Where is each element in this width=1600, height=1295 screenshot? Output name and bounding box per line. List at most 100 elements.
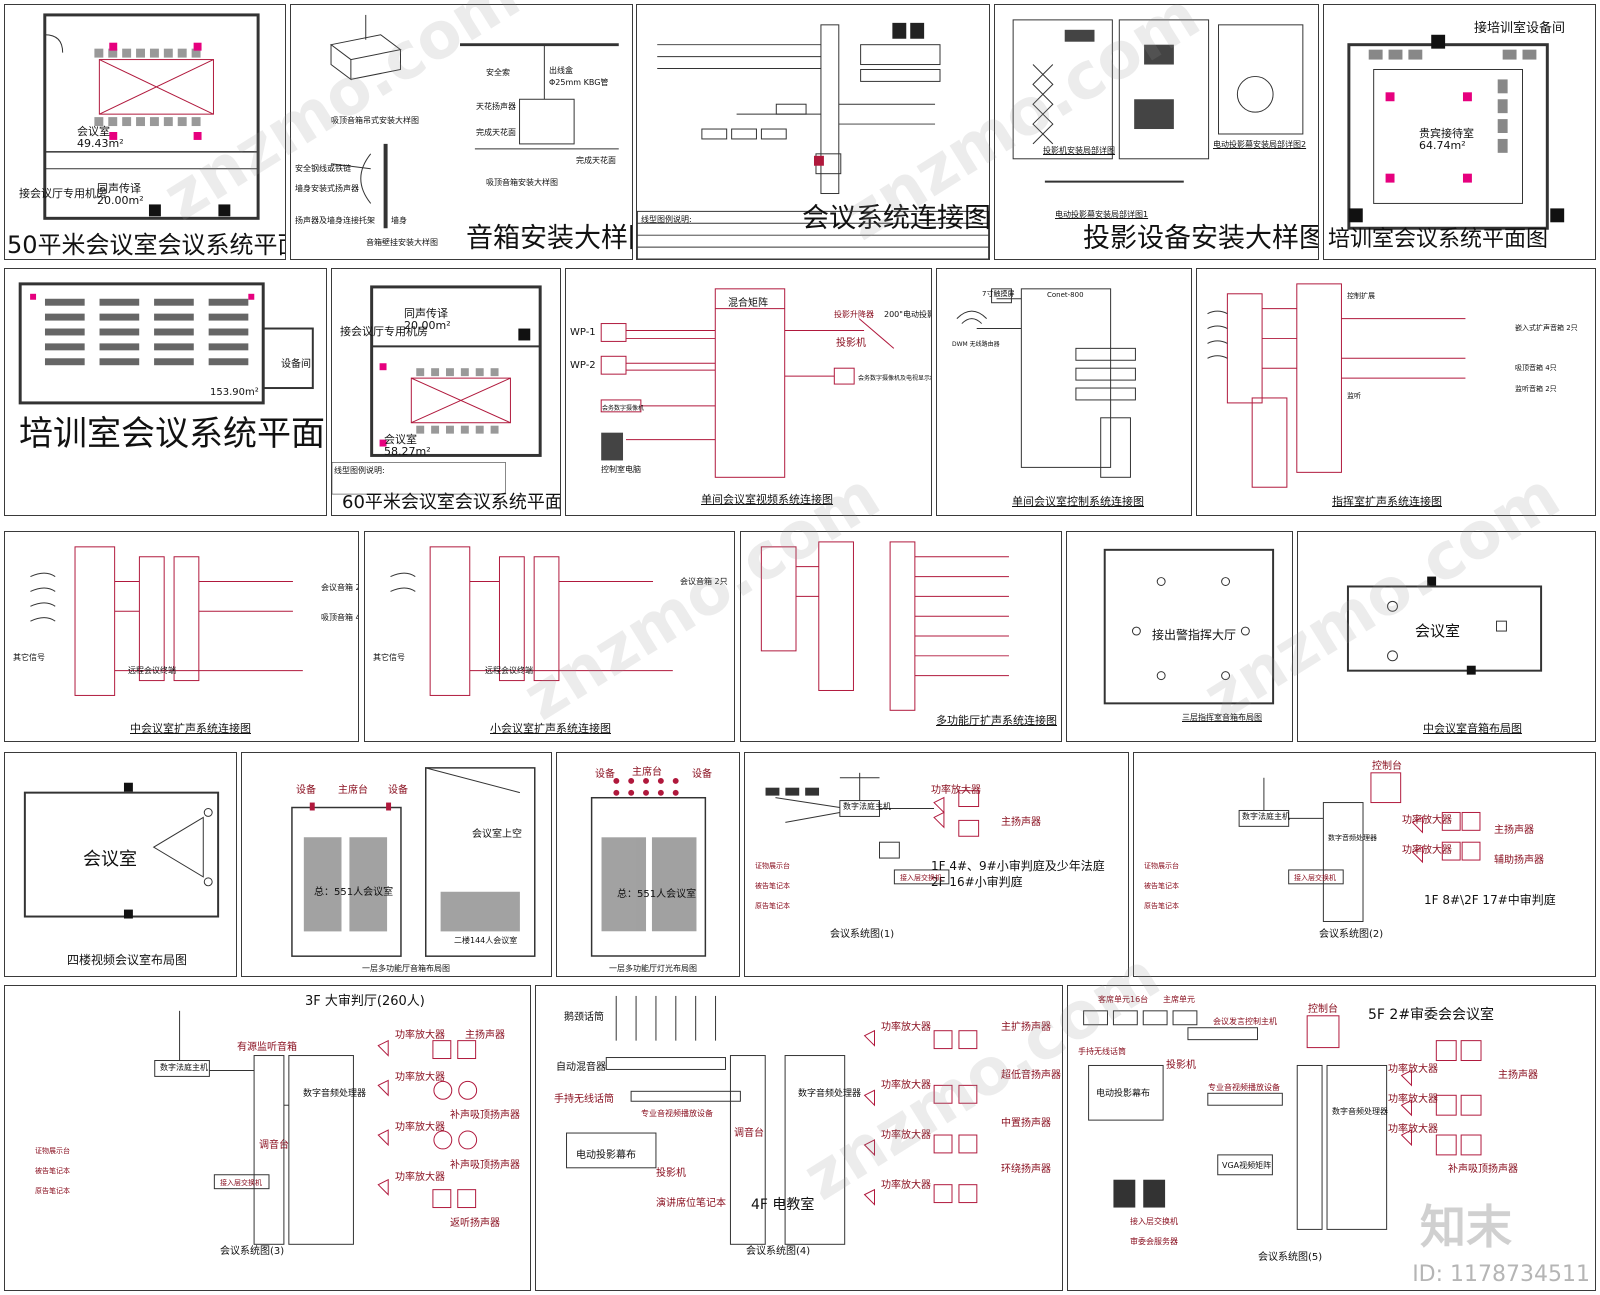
sheet-title: 小会议室扩声系统连接图 bbox=[490, 722, 611, 735]
layout-drawing bbox=[23, 782, 220, 919]
device-label: 证物展示台 bbox=[1144, 862, 1179, 870]
note: 控制扩展 bbox=[1347, 292, 1375, 300]
device-label: 功率放大器 bbox=[1402, 845, 1452, 856]
room-label: 会议室 bbox=[384, 433, 417, 446]
stage-label: 主席台 bbox=[632, 767, 662, 778]
room-title: 4F 电教室 bbox=[751, 1197, 815, 1213]
device-label: 投影机 bbox=[836, 338, 866, 349]
device-label: 手持无线话筒 bbox=[1078, 1047, 1126, 1056]
sheet-conf-system-5: 5F 2#审委会会议室 客席单元16台 主席单元 会议发言控制主机 手持无线话筒… bbox=[1067, 985, 1596, 1291]
caption: 吸顶音箱安装大样图 bbox=[486, 178, 558, 187]
note: 墙身安装式扬声器 bbox=[295, 184, 359, 193]
area-label: 会议室上空 bbox=[472, 829, 522, 840]
sheet-title: 指挥室扩声系统连接图 bbox=[1332, 495, 1442, 508]
device-label: 被告笔记本 bbox=[1144, 882, 1179, 890]
device-label: 功率放大器 bbox=[395, 1122, 445, 1133]
stage-label: 主席台 bbox=[338, 785, 368, 796]
note: 扬声器及墙身连接托架 bbox=[295, 216, 375, 225]
device-label: 会务数字摄像机及电视显示终端 bbox=[858, 375, 931, 382]
capacity-label: 总：551人会议室 bbox=[617, 889, 697, 900]
device-label: 会议发言控制主机 bbox=[1213, 1017, 1277, 1026]
note: 监听 bbox=[1347, 392, 1361, 400]
device-label: 功率放大器 bbox=[1388, 1124, 1438, 1135]
caption: 电动投影幕安装局部详图2 bbox=[1213, 140, 1307, 149]
device-label: 数字法庭主机 bbox=[1242, 812, 1290, 821]
brand-logo: 知末 bbox=[1420, 1200, 1512, 1254]
device-label: 原告笔记本 bbox=[1144, 902, 1179, 910]
speaker-install-drawing bbox=[329, 14, 619, 229]
device-label: 返听扬声器 bbox=[450, 1218, 500, 1229]
room-area: 20.00m² bbox=[404, 319, 451, 332]
sheet-3f-command-layout: 接出警指挥大厅 三层指挥室音箱布局图 bbox=[1066, 531, 1293, 742]
sheet-title: 单间会议室视频系统连接图 bbox=[701, 493, 833, 506]
sheet-conf-system-4: 鹅颈话筒 自动混音器 手持无线话筒 调音台 数字音频处理器 电动投影幕布 投影机… bbox=[535, 985, 1063, 1291]
device-label: 电动投影幕布 bbox=[576, 1150, 636, 1161]
sheet-50sqm-plan: 会议室 49.43m² 同声传译 20.00m² 接会议厅专用机房 50平米会议… bbox=[4, 4, 286, 260]
sheet-mid-room-layout: 会议室 中会议室音箱布局图 bbox=[1297, 531, 1596, 742]
sheet-1f-hall-speaker-layout: 主席台 设备 设备 总：551人会议室 会议室上空 二楼144人会议室 一层多功… bbox=[241, 752, 552, 977]
room-label: 接会议厅专用机房 bbox=[19, 187, 107, 200]
legend-title: 线型图例说明: bbox=[641, 215, 692, 224]
device-label: 中置扬声器 bbox=[1001, 1118, 1051, 1129]
caption: 投影机安装局部详图 bbox=[1043, 146, 1115, 155]
system-drawing bbox=[1238, 772, 1481, 922]
pa-drawing bbox=[30, 546, 303, 696]
device-label: 功率放大器 bbox=[881, 1130, 931, 1141]
device-label: 接入层交换机 bbox=[1130, 1217, 1178, 1226]
sheet-title: 60平米会议室会议系统平面图 bbox=[342, 492, 561, 513]
device-label: 投影升降器 bbox=[834, 310, 874, 319]
device-label: 调音台 bbox=[734, 1128, 764, 1139]
device-label: 功率放大器 bbox=[1388, 1064, 1438, 1075]
device-label: 专业音视频播放设备 bbox=[641, 1109, 713, 1118]
device-label: 数字音频处理器 bbox=[798, 1089, 862, 1099]
room-area: 49.43m² bbox=[77, 137, 124, 150]
device-label: 超低音扬声器 bbox=[1001, 1070, 1061, 1081]
device-label: 主扩扬声器 bbox=[1001, 1022, 1051, 1033]
device-label: 证物展示台 bbox=[35, 1147, 70, 1155]
sheet-title: 音箱安装大样图 bbox=[466, 223, 632, 254]
device-label: 手持无线话筒 bbox=[554, 1094, 614, 1105]
device-label: 接入层交换机 bbox=[900, 874, 942, 882]
device-label: 接入层交换机 bbox=[220, 1179, 262, 1187]
pa-drawing bbox=[1207, 283, 1466, 488]
device-label: 审委会服务器 bbox=[1130, 1237, 1178, 1246]
layout-drawing bbox=[291, 767, 536, 957]
note: 完成天花面 bbox=[476, 128, 516, 137]
device-label: 功率放大器 bbox=[881, 1180, 931, 1191]
note: 接培训室设备间 bbox=[1474, 21, 1566, 36]
sheet-60sqm-plan: 同声传译 20.00m² 接会议厅专用机房 会议室 58.27m² 线型图例说明… bbox=[331, 268, 561, 516]
legend-title: 线型图例说明: bbox=[334, 466, 385, 475]
sheet-title: 会议系统图(4) bbox=[746, 1246, 811, 1257]
output-label: 吸顶音箱 4只 bbox=[321, 613, 358, 622]
equipment-label: 设备 bbox=[296, 785, 316, 796]
device-label: 补声吸顶扬声器 bbox=[450, 1110, 520, 1121]
capacity-label: 二楼144人会议室 bbox=[454, 936, 518, 945]
sheet-training-plan-b: 153.90m² 设备间 培训室会议系统平面图 bbox=[4, 268, 327, 516]
sheet-speaker-install: 吸顶音箱吊式安装大样图 吸顶音箱安装大样图 音箱壁挂安装大样图 安全索 出线盒 … bbox=[290, 4, 633, 260]
device-label: 数字音频处理器 bbox=[303, 1089, 367, 1099]
device-label: 有源监听音箱 bbox=[237, 1042, 297, 1053]
sheet-title: 四楼视频会议室布局图 bbox=[67, 953, 188, 967]
floorplan-drawing bbox=[332, 285, 542, 495]
device-label: 专业音视频播放设备 bbox=[1208, 1083, 1280, 1092]
output-label: 远程会议终端 bbox=[485, 666, 533, 675]
device-label: 功率放大器 bbox=[395, 1030, 445, 1041]
device-label: 功率放大器 bbox=[881, 1080, 931, 1091]
note: 墙身 bbox=[391, 216, 407, 225]
sheet-title: 三层指挥室音箱布局图 bbox=[1182, 713, 1262, 722]
equipment-label: 设备 bbox=[692, 769, 712, 780]
sheet-small-room-pa: 会议音箱 2只 其它信号 远程会议终端 小会议室扩声系统连接图 bbox=[364, 531, 735, 742]
sheet-title: 投影设备安装大样图 bbox=[1083, 223, 1319, 254]
sheet-title: 会议系统图(5) bbox=[1258, 1252, 1323, 1263]
room-label: 同声传译 bbox=[404, 307, 448, 320]
device-label: Conet-800 bbox=[1047, 291, 1084, 299]
room-area: 20.00m² bbox=[97, 194, 144, 207]
layout-drawing bbox=[1103, 548, 1275, 705]
sheet-conf-system-1: 数字法庭主机 功率放大器 主扬声器 1F 4#、9#小审判庭及少年法庭 2F 1… bbox=[744, 752, 1129, 977]
device-label: 鹅颈话筒 bbox=[564, 1012, 604, 1023]
device-label: 200"电动投影幕 bbox=[884, 310, 931, 319]
caption: 吸顶音箱吊式安装大样图 bbox=[331, 116, 419, 125]
sheet-title: 中会议室音箱布局图 bbox=[1423, 722, 1522, 735]
projector-install-drawing bbox=[1012, 19, 1304, 183]
room-label: 会议室 bbox=[83, 849, 137, 870]
